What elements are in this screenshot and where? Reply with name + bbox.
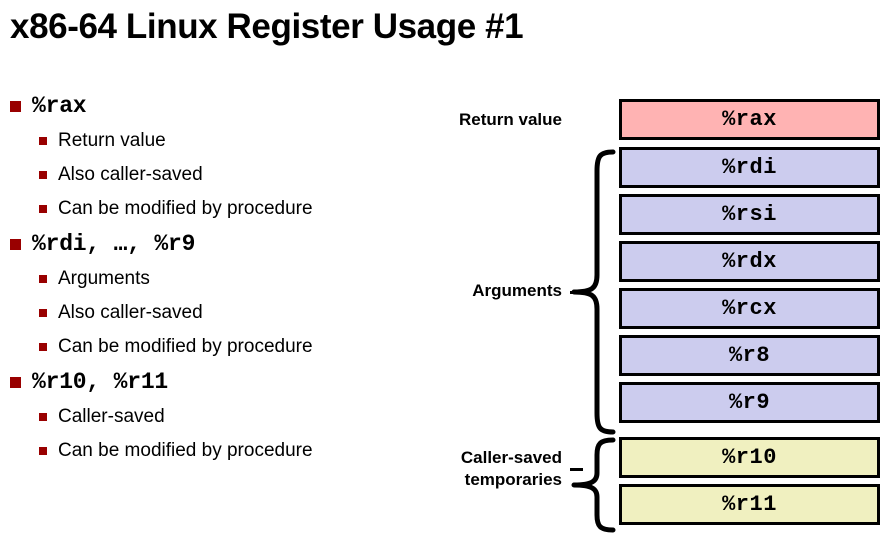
register-box-rcx: %rcx xyxy=(619,288,880,329)
label-arguments: Arguments xyxy=(472,281,562,300)
bullet-level1: %rdi, …, %r9 xyxy=(0,226,430,262)
bullet-level2: Also caller-saved xyxy=(0,296,430,330)
bullet-level2: Can be modified by procedure xyxy=(0,330,430,364)
register-box-r10: %r10 xyxy=(619,437,880,478)
bullet-level2: Also caller-saved xyxy=(0,158,430,192)
label-return-value: Return value xyxy=(459,110,562,129)
square-bullet-icon xyxy=(10,377,21,388)
register-label: %rsi xyxy=(722,201,777,227)
small-square-bullet-icon xyxy=(39,343,47,351)
page-title: x86-64 Linux Register Usage #1 xyxy=(10,7,524,46)
register-box-r9: %r9 xyxy=(619,382,880,423)
register-label: %rax xyxy=(722,106,777,132)
register-label: %r10 xyxy=(722,444,777,470)
bullet-level2: Can be modified by procedure xyxy=(0,192,430,226)
bullet-level2-label: Caller-saved xyxy=(58,406,165,427)
brace-caller-saved-temporaries xyxy=(571,437,616,533)
bullet-level2-label: Also caller-saved xyxy=(58,302,203,323)
register-box-rdx: %rdx xyxy=(619,241,880,282)
small-square-bullet-icon xyxy=(39,413,47,421)
bullet-group-rax: %rax Return value Also caller-saved Can … xyxy=(0,88,430,226)
bullet-level2-label: Can be modified by procedure xyxy=(58,198,313,219)
register-diagram: Return value Arguments Caller-saved temp… xyxy=(420,95,883,535)
register-label: %r8 xyxy=(728,342,771,368)
register-box-rdi: %rdi xyxy=(619,147,880,188)
register-box-rsi: %rsi xyxy=(619,194,880,235)
register-box-r11: %r11 xyxy=(619,484,880,525)
bullet-level1-label: %rdi, …, %r9 xyxy=(32,231,196,257)
small-square-bullet-icon xyxy=(39,309,47,317)
bullet-level2-label: Also caller-saved xyxy=(58,164,203,185)
bullet-list: %rax Return value Also caller-saved Can … xyxy=(0,88,430,468)
bullet-level1: %rax xyxy=(0,88,430,124)
register-box-rax: %rax xyxy=(619,99,880,140)
label-caller-saved-line1: Caller-saved xyxy=(460,448,562,467)
small-square-bullet-icon xyxy=(39,275,47,283)
square-bullet-icon xyxy=(10,101,21,112)
bullet-level2: Caller-saved xyxy=(0,400,430,434)
bullet-level2-label: Arguments xyxy=(58,268,150,289)
bullet-group-rdi-r9: %rdi, …, %r9 Arguments Also caller-saved… xyxy=(0,226,430,364)
register-label: %r9 xyxy=(728,389,771,415)
square-bullet-icon xyxy=(10,239,21,250)
register-label: %rcx xyxy=(722,295,777,321)
bullet-level2: Can be modified by procedure xyxy=(0,434,430,468)
bullet-level2: Arguments xyxy=(0,262,430,296)
bullet-level2-label: Can be modified by procedure xyxy=(58,336,313,357)
bullet-level2-label: Return value xyxy=(58,130,166,151)
small-square-bullet-icon xyxy=(39,447,47,455)
brace-arguments xyxy=(571,149,616,435)
register-label: %rdx xyxy=(722,248,777,274)
small-square-bullet-icon xyxy=(39,137,47,145)
bullet-level2-label: Can be modified by procedure xyxy=(58,440,313,461)
small-square-bullet-icon xyxy=(39,205,47,213)
bullet-level1-label: %rax xyxy=(32,93,87,119)
bullet-group-r10-r11: %r10, %r11 Caller-saved Can be modified … xyxy=(0,364,430,468)
connector-dash-temporaries xyxy=(570,468,583,471)
bullet-level1: %r10, %r11 xyxy=(0,364,430,400)
register-label: %r11 xyxy=(722,491,777,517)
register-box-r8: %r8 xyxy=(619,335,880,376)
small-square-bullet-icon xyxy=(39,171,47,179)
label-caller-saved-line2: temporaries xyxy=(464,470,562,489)
register-label: %rdi xyxy=(722,154,777,180)
bullet-level2: Return value xyxy=(0,124,430,158)
bullet-level1-label: %r10, %r11 xyxy=(32,369,169,395)
